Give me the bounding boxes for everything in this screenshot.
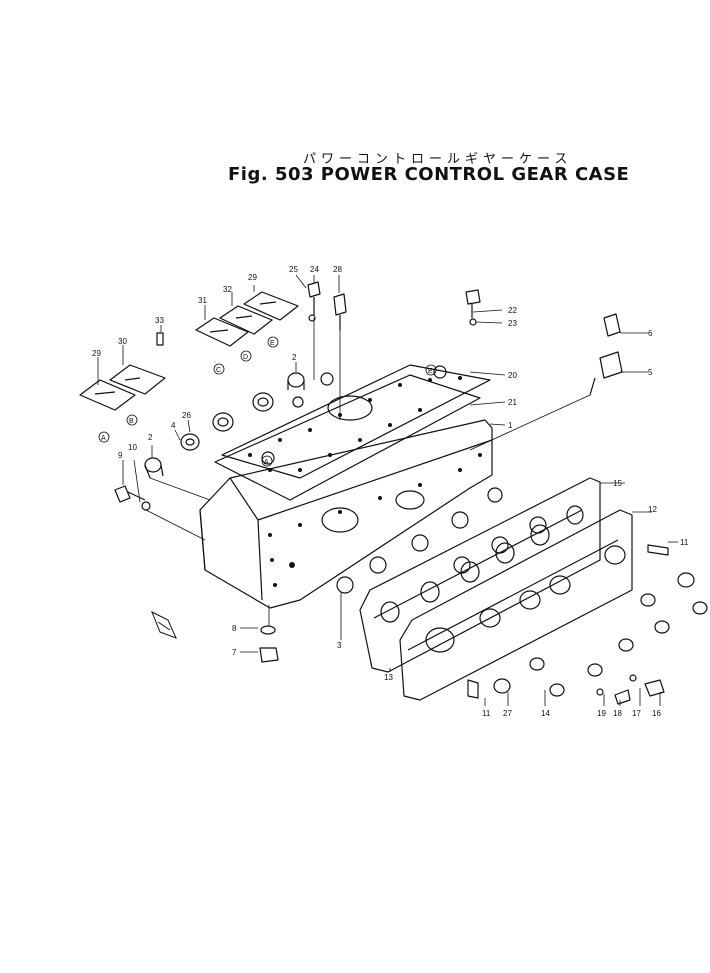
label-part-15: 15 xyxy=(613,479,622,488)
direction-arrow-icon xyxy=(151,610,177,639)
label-part-17: 17 xyxy=(632,709,641,718)
subassembly-markers xyxy=(98,336,437,467)
fitting-6 xyxy=(603,313,621,337)
label-part-31: 31 xyxy=(198,296,207,305)
label-part-11-right: 11 xyxy=(680,538,689,547)
label-part-12: 12 xyxy=(648,505,657,514)
label-part-10: 10 xyxy=(128,443,137,452)
bolt-24 xyxy=(307,281,321,315)
label-part-33: 33 xyxy=(155,316,164,325)
label-part-22: 22 xyxy=(508,306,517,315)
label-part-29-left: 29 xyxy=(92,349,101,358)
label-part-28: 28 xyxy=(333,265,342,274)
cover-29-a xyxy=(79,379,136,411)
bolt-22 xyxy=(465,289,481,318)
label-part-32: 32 xyxy=(223,285,232,294)
label-part-21: 21 xyxy=(508,398,517,407)
plug-7 xyxy=(259,647,279,663)
subassembly-letters: A B C D E A E xyxy=(101,340,433,466)
label-part-5: 5 xyxy=(648,368,653,377)
cover-29-e xyxy=(243,291,299,321)
dowel-pin-upper xyxy=(647,544,669,556)
leader-lines xyxy=(97,274,678,706)
cover-32-d xyxy=(219,305,273,335)
label-part-27: 27 xyxy=(503,709,512,718)
label-part-14: 14 xyxy=(541,709,550,718)
label-part-6: 6 xyxy=(648,329,653,338)
rear-plate-bosses xyxy=(380,505,584,623)
label-part-3: 3 xyxy=(337,641,342,650)
label-part-24: 24 xyxy=(310,265,319,274)
washer-10 xyxy=(141,501,151,511)
rear-plate xyxy=(359,477,601,673)
side-cover-bosses xyxy=(425,545,626,653)
label-part-2-left: 2 xyxy=(148,433,153,442)
part-number-labels: 1 2 2 3 4 5 6 7 8 9 10 11 11 12 13 14 15… xyxy=(92,265,689,718)
marker-d: D xyxy=(243,354,248,361)
marker-c: C xyxy=(216,367,221,374)
label-part-7: 7 xyxy=(232,648,237,657)
bolt-9 xyxy=(114,485,146,503)
label-part-1: 1 xyxy=(508,421,513,430)
label-part-26: 26 xyxy=(182,411,191,420)
marker-e-plate: E xyxy=(428,368,433,375)
cover-plate-holes xyxy=(248,376,462,472)
cover-plate xyxy=(221,364,491,479)
washer-25 xyxy=(308,314,316,322)
bolt-18 xyxy=(614,689,631,705)
marker-a-left: A xyxy=(101,435,106,442)
breather-28 xyxy=(333,293,347,330)
label-part-13: 13 xyxy=(384,673,393,682)
cover-30-b xyxy=(109,364,166,395)
case-flange-holes xyxy=(268,453,482,587)
marker-e-top: E xyxy=(270,340,275,347)
label-part-20: 20 xyxy=(508,371,517,380)
washer-23 xyxy=(469,318,477,326)
label-part-19: 19 xyxy=(597,709,606,718)
label-part-8: 8 xyxy=(232,624,237,633)
drawing-lines xyxy=(79,274,708,706)
figure-title-japanese: パワーコントロールギヤーケース xyxy=(303,152,573,167)
label-part-9: 9 xyxy=(118,451,123,460)
cover-31-c xyxy=(195,317,249,347)
stud-33 xyxy=(156,332,164,346)
label-part-4: 4 xyxy=(171,421,176,430)
dowel-pin-lower xyxy=(467,679,479,699)
label-part-2-top: 2 xyxy=(292,353,297,362)
bushings xyxy=(144,372,708,697)
label-part-29-top: 29 xyxy=(248,273,257,282)
label-part-23: 23 xyxy=(508,319,517,328)
label-part-25: 25 xyxy=(289,265,298,274)
label-part-30: 30 xyxy=(118,337,127,346)
gasket-8 xyxy=(260,625,276,635)
elbow-5 xyxy=(589,351,623,396)
bolt-16 xyxy=(644,679,665,697)
label-part-18: 18 xyxy=(613,709,622,718)
label-part-11-bottom: 11 xyxy=(482,709,491,718)
figure-title: Fig. 503 POWER CONTROL GEAR CASE xyxy=(228,164,630,185)
marker-b: B xyxy=(129,418,134,425)
label-part-16: 16 xyxy=(652,709,661,718)
marker-a-plate: A xyxy=(264,459,269,466)
side-cover xyxy=(399,509,633,701)
top-gasket xyxy=(214,374,481,501)
